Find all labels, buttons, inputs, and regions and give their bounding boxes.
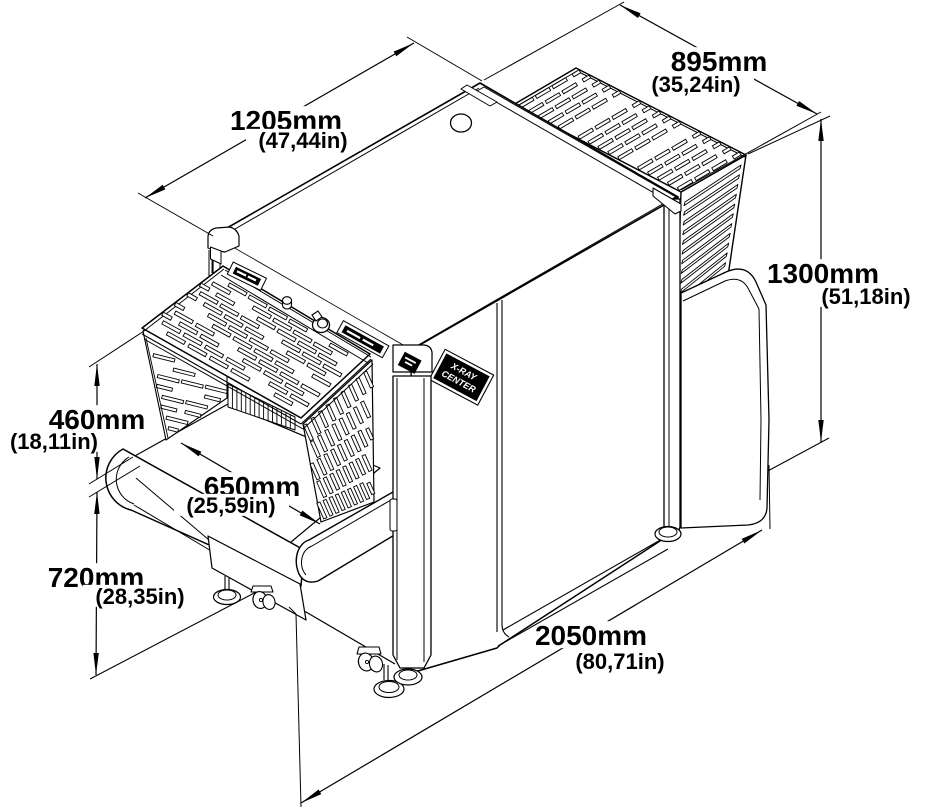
svg-text:895mm: 895mm [671, 46, 768, 77]
svg-text:2050mm: 2050mm [535, 620, 647, 651]
svg-text:(47,44in): (47,44in) [258, 128, 347, 153]
svg-text:460mm: 460mm [49, 404, 146, 435]
svg-text:(51,18in): (51,18in) [821, 284, 910, 309]
svg-text:(35,24in): (35,24in) [651, 72, 740, 97]
svg-text:1300mm: 1300mm [767, 258, 879, 289]
svg-text:(25,59in): (25,59in) [186, 493, 275, 518]
svg-text:(18,11in): (18,11in) [10, 429, 98, 454]
svg-text:(28,35in): (28,35in) [95, 584, 184, 609]
svg-text:(80,71in): (80,71in) [575, 649, 664, 674]
